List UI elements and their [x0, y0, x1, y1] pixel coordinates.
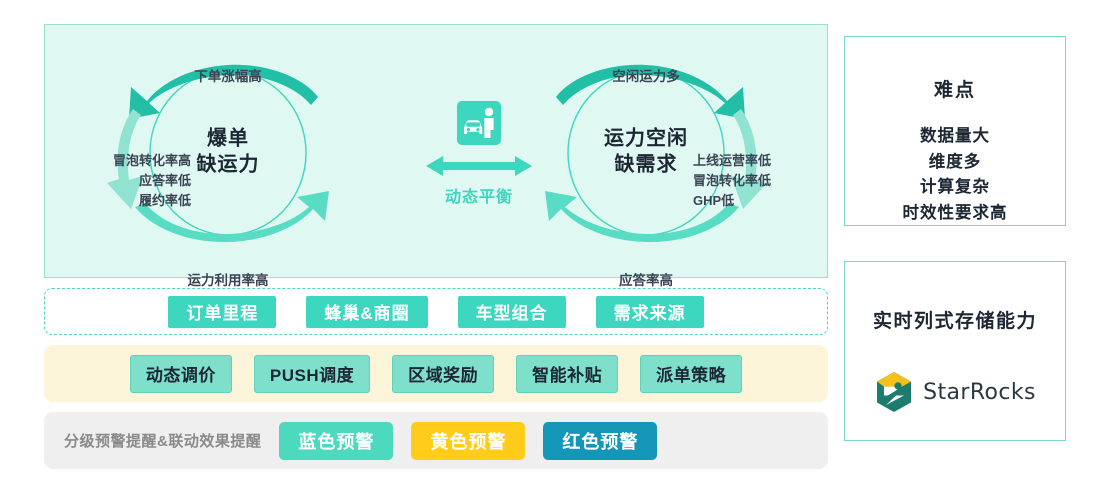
double-headed-arrow-icon [426, 156, 532, 176]
storage-card: 实时列式存储能力 StarRocks [844, 261, 1066, 441]
difficulty-card-title: 难点 [933, 80, 976, 101]
dynamic-balance-panel: 爆单 缺运力 运力空闲 缺需求 下单涨幅高 运力利用率高 空闲运力多 应 [44, 24, 828, 288]
strategies-row: 动态调价 PUSH调度 区域奖励 智能补贴 派单策略 [44, 345, 828, 402]
cycle-left-side-metrics: 冒泡转化率高 应答率低 履约率低 [112, 153, 191, 209]
starrocks-wordmark: StarRocks [923, 379, 1036, 405]
right-column: 难点 数据量大 维度多 计算复杂 时效性要求高 实时列式存储能力 StarRoc… [844, 36, 1066, 441]
cycle-right-top-caption: 空闲运力多 [612, 69, 680, 84]
tag-dimension[interactable]: 车型组合 [457, 295, 566, 328]
car-and-person-icon [457, 101, 501, 145]
left-cycle-arrows-diagram [107, 64, 329, 243]
tag-strategy[interactable]: PUSH调度 [253, 354, 371, 393]
dynamic-balance-center: 动态平衡 [423, 101, 535, 231]
left-column: 爆单 缺运力 运力空闲 缺需求 下单涨幅高 运力利用率高 空闲运力多 应 [44, 24, 828, 469]
alerts-row: 分级预警提醒&联动效果提醒 蓝色预警 黄色预警 红色预警 [44, 412, 828, 469]
tag-strategy[interactable]: 动态调价 [129, 354, 232, 393]
dimensions-row: 订单里程 蜂巢&商圈 车型组合 需求来源 [44, 288, 828, 335]
tag-strategy[interactable]: 区域奖励 [392, 354, 495, 393]
tag-dimension[interactable]: 订单里程 [168, 295, 277, 328]
cycle-right-bottom-caption: 应答率高 [619, 273, 673, 288]
storage-card-title: 实时列式存储能力 [872, 311, 1037, 332]
cycle-left-bottom-caption: 运力利用率高 [187, 273, 269, 288]
right-cycle-arrows-diagram [545, 64, 767, 243]
starrocks-logo-icon [877, 372, 912, 412]
difficulty-card: 难点 数据量大 维度多 计算复杂 时效性要求高 [844, 36, 1066, 226]
alerts-caption: 分级预警提醒&联动效果提醒 [64, 433, 262, 450]
car-and-person-glyph [464, 107, 494, 138]
cycle-right-side-metrics: 上线运营率低 冒泡转化率低 GHP低 [693, 153, 772, 209]
difficulty-card-lines: 数据量大 维度多 计算复杂 时效性要求高 [902, 127, 1008, 222]
tag-strategy[interactable]: 派单策略 [640, 354, 743, 393]
dynamic-balance-label: 动态平衡 [444, 189, 513, 206]
tag-alert-red[interactable]: 红色预警 [543, 421, 658, 460]
tag-alert-blue[interactable]: 蓝色预警 [279, 421, 394, 460]
tag-strategy[interactable]: 智能补贴 [516, 354, 619, 393]
tag-dimension[interactable]: 蜂巢&商圈 [306, 295, 428, 328]
tag-alert-yellow[interactable]: 黄色预警 [411, 421, 526, 460]
tag-dimension[interactable]: 需求来源 [595, 295, 704, 328]
starrocks-logo-row: StarRocks [845, 371, 1065, 413]
cycle-left-top-caption: 下单涨幅高 [194, 69, 262, 84]
